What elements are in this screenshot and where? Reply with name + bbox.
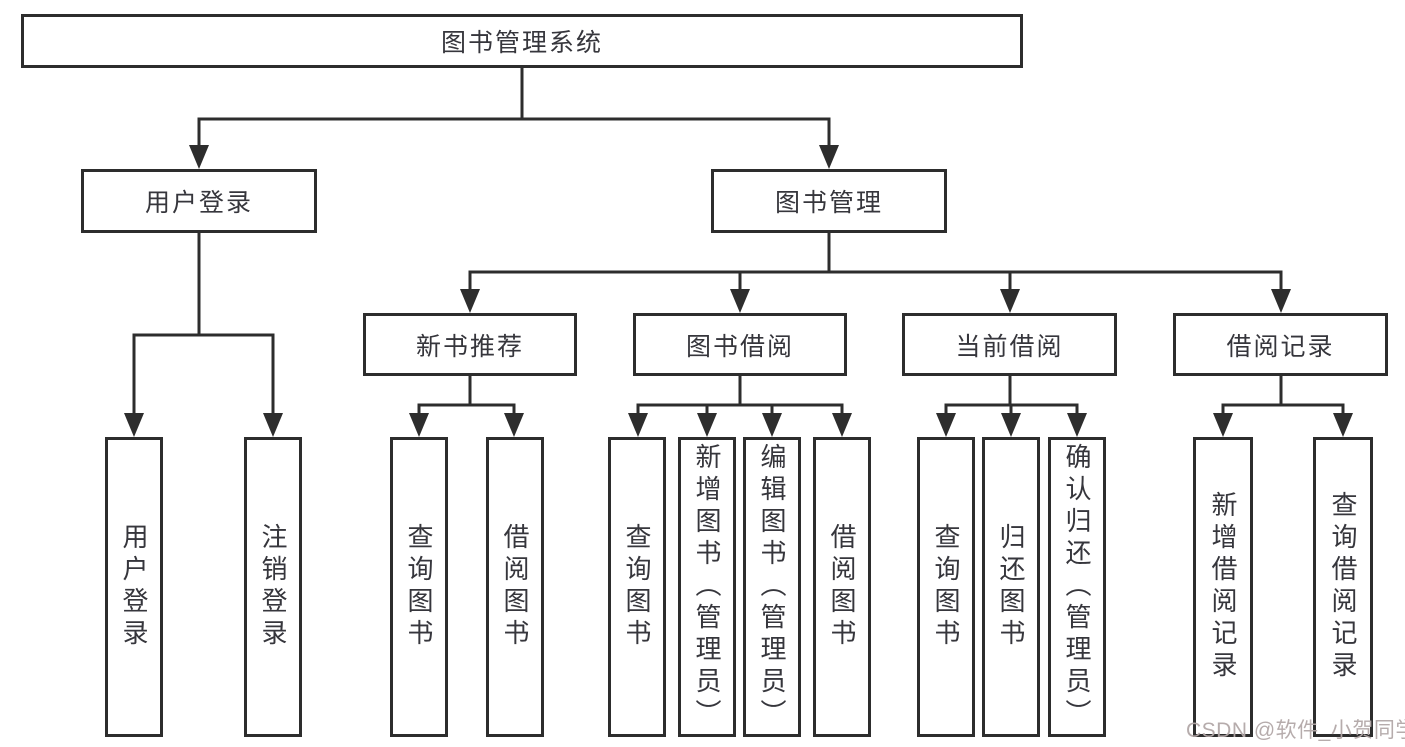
node-user-login: 用户登录	[81, 169, 317, 233]
connector-new-book-recommend-to-leaves	[417, 376, 516, 414]
arrow-down-icon	[1067, 413, 1087, 437]
leaf-label: 查询图书	[404, 523, 434, 651]
leaf-borrow-books-recommend: 借阅图书	[486, 437, 544, 737]
leaf-label: 新增图书（管理员）	[692, 443, 722, 731]
leaf-add-borrow-record: 新增借阅记录	[1193, 437, 1253, 737]
connector-user-login-to-leaves	[132, 233, 275, 414]
node-borrowing-records: 借阅记录	[1173, 313, 1388, 376]
arrow-down-icon	[124, 413, 144, 437]
connector-book-borrowing-to-leaves	[636, 376, 844, 414]
arrow-down-icon	[189, 145, 209, 169]
leaf-borrow-books: 借阅图书	[813, 437, 871, 737]
connector-current-borrowing-to-leaves	[944, 376, 1079, 414]
leaf-label: 借阅图书	[500, 523, 530, 651]
leaf-add-books-admin: 新增图书（管理员）	[678, 437, 736, 737]
connector-root-to-level2	[197, 68, 831, 147]
leaf-label: 查询图书	[622, 523, 652, 651]
leaf-query-books-recommend: 查询图书	[390, 437, 448, 737]
arrow-down-icon	[819, 145, 839, 169]
leaf-confirm-return-admin: 确认归还（管理员）	[1048, 437, 1106, 737]
arrow-down-icon	[460, 289, 480, 313]
arrow-down-icon	[762, 413, 782, 437]
arrow-down-icon	[1000, 289, 1020, 313]
leaf-label: 注销登录	[258, 523, 288, 651]
arrow-down-icon	[832, 413, 852, 437]
leaf-label: 用户登录	[119, 523, 149, 651]
node-current-borrowing: 当前借阅	[902, 313, 1117, 376]
node-new-book-recommend: 新书推荐	[363, 313, 577, 376]
leaf-label: 新增借阅记录	[1208, 491, 1238, 683]
arrow-down-icon	[1213, 413, 1233, 437]
leaf-query-books-current: 查询图书	[917, 437, 975, 737]
arrow-down-icon	[1333, 413, 1353, 437]
arrow-down-icon	[697, 413, 717, 437]
leaf-user-login: 用户登录	[105, 437, 163, 737]
node-book-management: 图书管理	[711, 169, 947, 233]
watermark: CSDN @软件_小贺同学	[1186, 719, 1405, 742]
connector-book-management-to-level3	[468, 233, 1283, 291]
leaf-edit-books-admin: 编辑图书（管理员）	[743, 437, 801, 737]
arrow-down-icon	[936, 413, 956, 437]
leaf-query-books-borrowing: 查询图书	[608, 437, 666, 737]
node-root: 图书管理系统	[21, 14, 1023, 68]
arrow-down-icon	[263, 413, 283, 437]
leaf-label: 归还图书	[996, 523, 1026, 651]
leaf-label: 查询图书	[931, 523, 961, 651]
arrow-down-icon	[409, 413, 429, 437]
leaf-query-borrow-record: 查询借阅记录	[1313, 437, 1373, 737]
leaf-label: 查询借阅记录	[1328, 491, 1358, 683]
arrow-down-icon	[730, 289, 750, 313]
leaf-label: 编辑图书（管理员）	[757, 443, 787, 731]
arrow-down-icon	[1001, 413, 1021, 437]
arrow-down-icon	[628, 413, 648, 437]
leaf-logout: 注销登录	[244, 437, 302, 737]
leaf-label: 借阅图书	[827, 523, 857, 651]
connector-borrowing-records-to-leaves	[1221, 376, 1345, 414]
leaf-return-books: 归还图书	[982, 437, 1040, 737]
arrow-down-icon	[1271, 289, 1291, 313]
leaf-label: 确认归还（管理员）	[1062, 443, 1092, 731]
node-book-borrowing: 图书借阅	[633, 313, 847, 376]
arrow-down-icon	[504, 413, 524, 437]
